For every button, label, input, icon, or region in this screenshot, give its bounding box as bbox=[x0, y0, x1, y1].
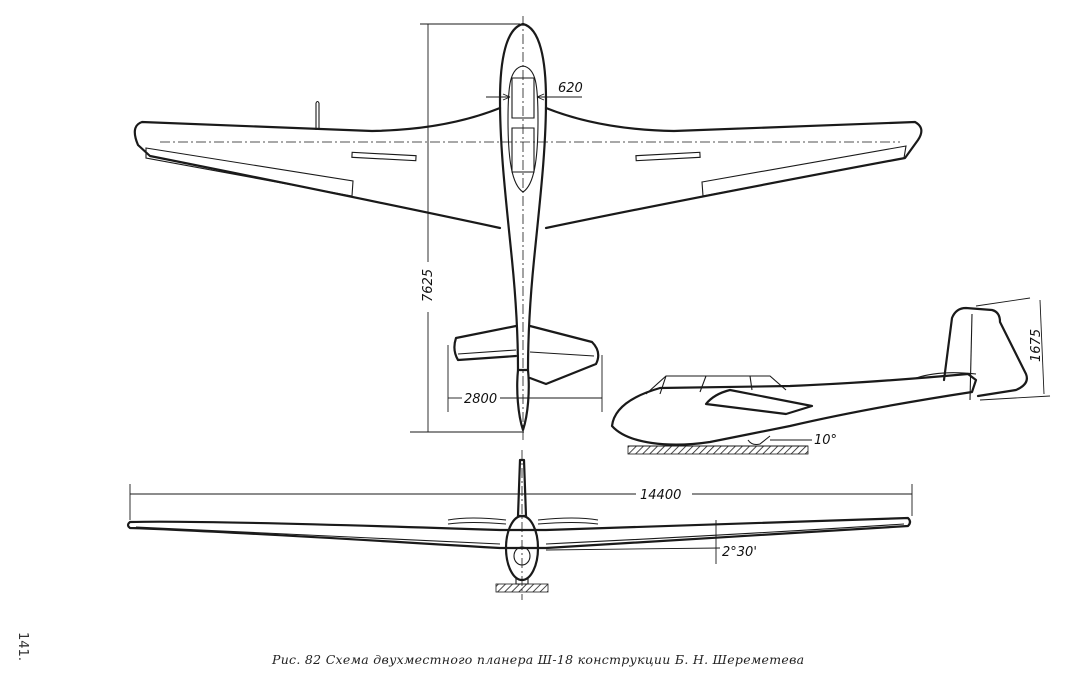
page-number: 141. bbox=[15, 632, 30, 661]
dim-wing-span: 14400 bbox=[129, 484, 913, 520]
side-rudder-hinge bbox=[969, 313, 973, 401]
dim-2800-label: 2800 bbox=[464, 392, 497, 407]
dim-dihedral: 2°30' bbox=[545, 520, 757, 564]
pitot-tube bbox=[315, 100, 320, 130]
side-canopy-frames bbox=[659, 375, 753, 395]
horizontal-stabilizer bbox=[453, 324, 600, 386]
front-fin bbox=[516, 458, 528, 518]
side-ground-hatch bbox=[627, 445, 809, 455]
left-aileron bbox=[145, 147, 354, 197]
side-skid bbox=[747, 435, 771, 446]
dim-1675-label: 1675 bbox=[1029, 329, 1044, 362]
front-stabilizer bbox=[447, 517, 599, 525]
side-stabilizer bbox=[915, 372, 977, 379]
dim-length: 7625 bbox=[410, 23, 524, 433]
dim-stabilizer-span: 2800 bbox=[447, 345, 603, 412]
side-wing-section bbox=[704, 388, 814, 416]
dim-620-label: 620 bbox=[558, 81, 583, 96]
dim-dihedral-label: 2°30' bbox=[722, 545, 757, 560]
elevator-hinge bbox=[457, 349, 595, 357]
left-spoiler bbox=[351, 151, 417, 162]
side-canopy bbox=[645, 375, 787, 395]
front-wing-lower bbox=[135, 523, 905, 545]
figure-caption: Рис. 82 Схема двухместного планера Ш-18 … bbox=[272, 652, 805, 667]
plan-view: 620 7625 2800 bbox=[133, 16, 923, 440]
dim-7625-label: 7625 bbox=[421, 269, 436, 302]
front-view: 14400 2°30' bbox=[126, 450, 913, 600]
dim-tail-height: 1675 bbox=[975, 297, 1051, 401]
wing-outline bbox=[133, 106, 923, 230]
side-fuselage bbox=[610, 372, 978, 446]
canopy-frame bbox=[511, 77, 535, 173]
dim-fuselage-width: 620 bbox=[486, 81, 583, 101]
side-view: 10° 1675 bbox=[610, 297, 1051, 455]
fuselage-outline bbox=[498, 22, 548, 372]
side-fin bbox=[942, 306, 1028, 398]
right-spoiler bbox=[635, 151, 701, 162]
dim-14400-label: 14400 bbox=[640, 488, 681, 503]
front-wing bbox=[126, 516, 912, 550]
right-aileron bbox=[701, 145, 907, 197]
dim-10deg-label: 10° bbox=[814, 433, 837, 448]
